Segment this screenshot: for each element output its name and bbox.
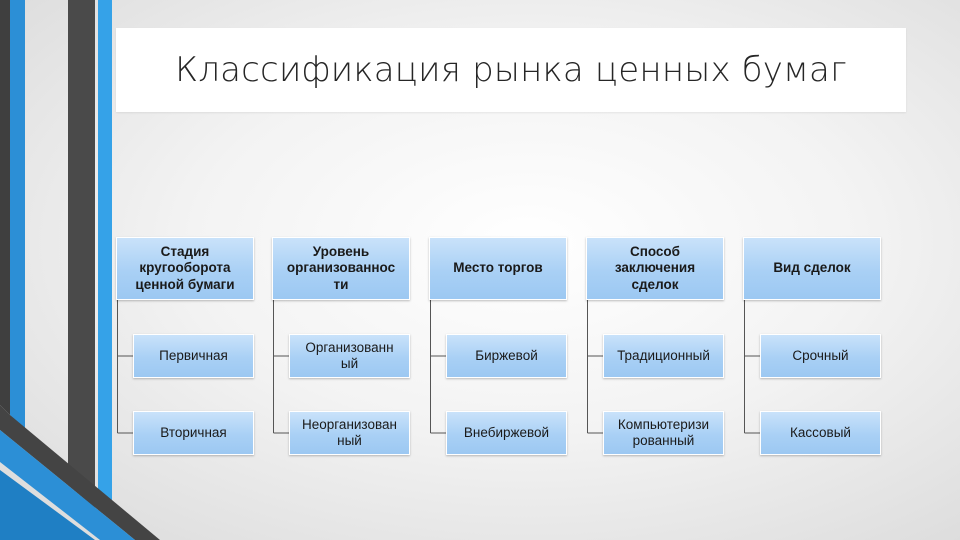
category-item-4-2: Компьютеризи рованный [603,411,724,455]
category-header-5: Вид сделок [743,237,881,300]
category-item-2-2: Неорганизован ный [289,411,410,455]
category-item-label: Организованн ый [305,339,394,371]
stripe-dark-2 [68,0,95,508]
category-header-label: Способ заключения сделок [614,244,696,292]
category-item-1-2: Вторичная [133,411,254,455]
category-header-4: Способ заключения сделок [586,237,724,300]
stripe-corner-blue [0,470,95,540]
category-item-label: Компьютеризи рованный [617,416,710,448]
page-title: Классификация рынка ценных бумаг [175,50,847,90]
category-item-label: Вторичная [160,424,227,440]
stripe-diag-blue [0,430,135,540]
category-header-label: Место торгов [453,260,543,276]
stripe-blue-1 [10,0,25,430]
category-item-label: Биржевой [475,347,538,363]
category-header-label: Вид сделок [773,260,851,276]
stripe-blue-2 [98,0,112,520]
category-item-1-1: Первичная [133,334,254,378]
category-header-2: Уровень организованнос ти [272,237,410,300]
category-header-label: Стадия кругооборота ценной бумаги [135,244,235,292]
category-item-5-2: Кассовый [760,411,881,455]
category-item-3-1: Биржевой [446,334,567,378]
category-header-3: Место торгов [429,237,567,300]
category-item-label: Срочный [792,347,849,363]
stripe-dark-1 [0,0,10,415]
category-item-label: Внебиржевой [463,424,550,440]
category-header-label: Уровень организованнос ти [286,244,396,292]
category-item-5-1: Срочный [760,334,881,378]
category-header-1: Стадия кругооборота ценной бумаги [116,237,254,300]
category-item-label: Неорганизован ный [302,416,397,448]
category-item-4-1: Традиционный [603,334,724,378]
category-item-3-2: Внебиржевой [446,411,567,455]
title-band: Классификация рынка ценных бумаг [116,28,906,112]
category-item-label: Кассовый [790,424,851,440]
category-item-label: Первичная [159,347,228,363]
category-item-2-1: Организованн ый [289,334,410,378]
category-item-label: Традиционный [617,347,710,363]
